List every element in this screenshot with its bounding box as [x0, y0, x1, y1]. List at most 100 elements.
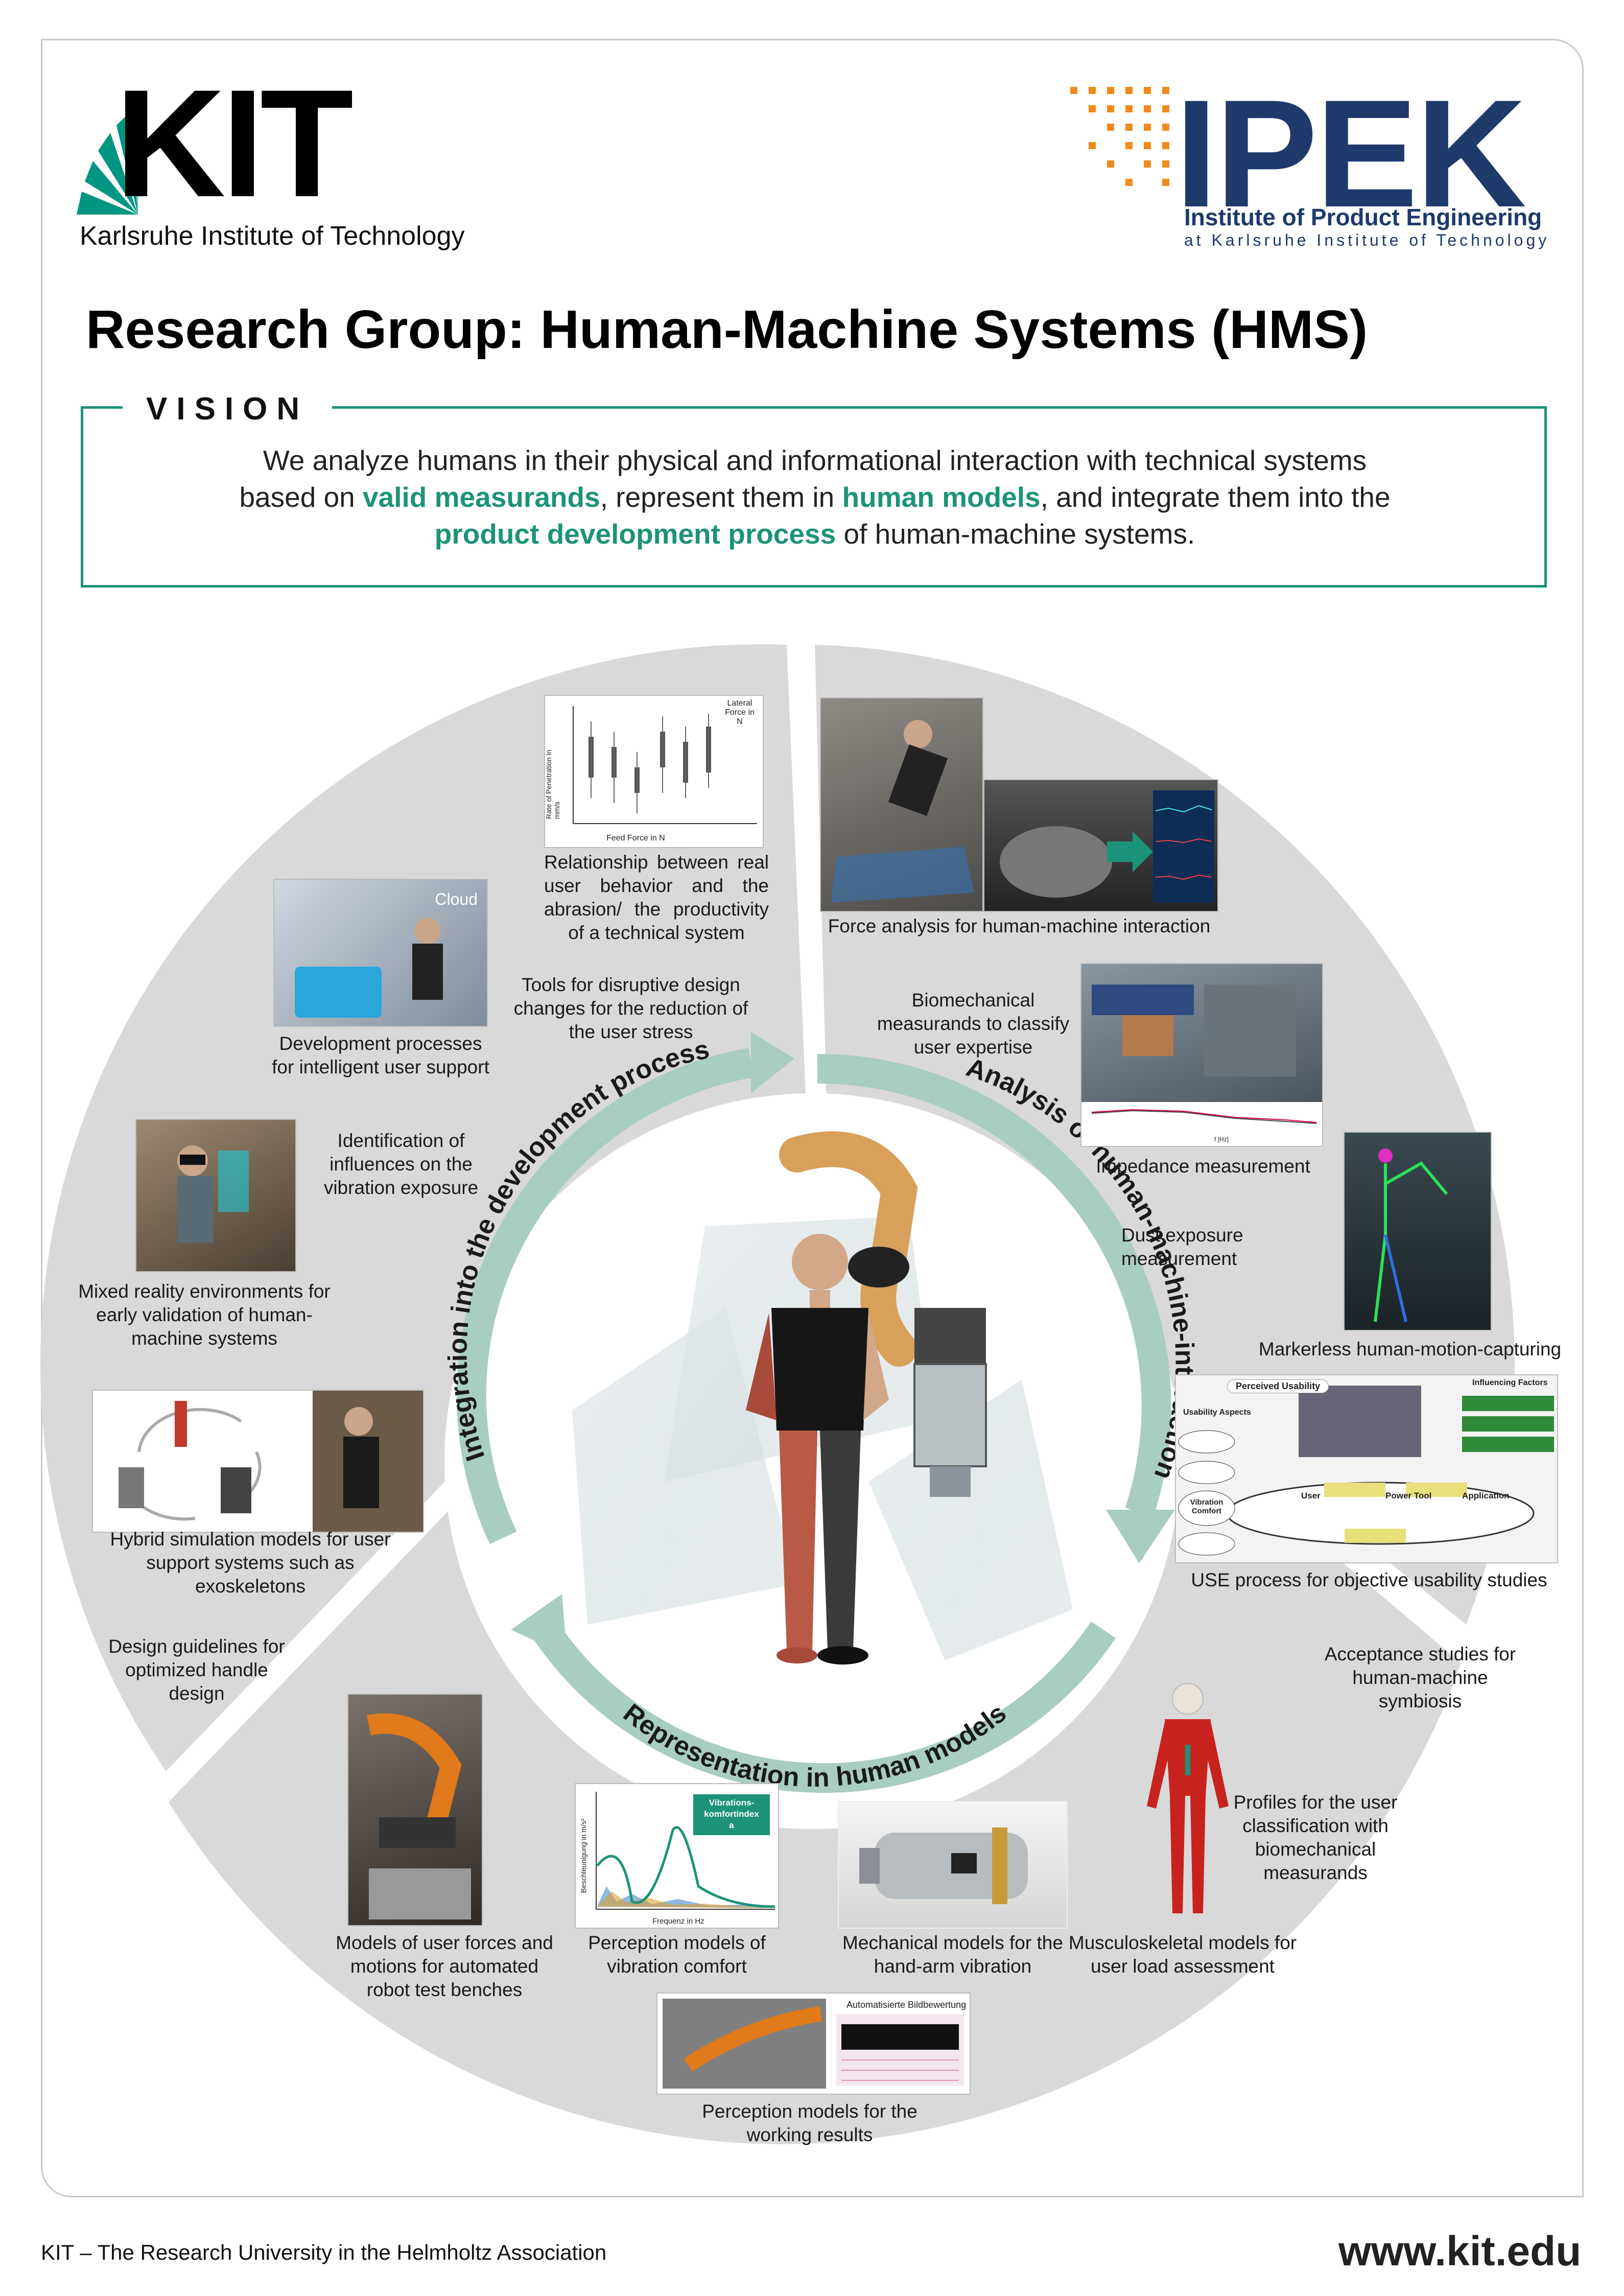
label-design-guidelines: Design guidelines for optimized handle d… — [108, 1636, 285, 1704]
vision-text-part: , and integrate them into the — [1040, 481, 1391, 513]
vision-label: VISION — [123, 391, 333, 427]
use-process-figure: Perceived Usability Influencing Factors … — [1175, 1374, 1558, 1563]
label-perception-vibration: Perception models of vibration comfort — [588, 1932, 766, 1977]
perceived-usability-label: Perceived Usability — [1227, 1379, 1329, 1393]
person-leg-muscles-icon — [779, 1431, 817, 1650]
robot-flange-icon — [914, 1308, 986, 1364]
sensor-graph-icon — [1000, 790, 1214, 903]
label-mixed-reality: Mixed reality environments for early val… — [78, 1281, 331, 1349]
influencing-factors-label: Influencing Factors — [1472, 1378, 1548, 1387]
label-biomechanical: Biomechanical measurands to classify use… — [877, 990, 1070, 1058]
poster-frame — [41, 39, 1584, 2197]
hybrid-simulation-figure — [92, 1390, 424, 1533]
force-sensor-photo — [983, 779, 1218, 912]
markerless-photo — [1344, 1132, 1492, 1331]
vision-text-part: based on — [239, 481, 363, 513]
label-development-processes: Development processes for intelligent us… — [272, 1033, 489, 1077]
vibration-comfort-label: Vibration Comfort — [1190, 1498, 1223, 1515]
person-arm-icon — [863, 1313, 889, 1420]
arrow-analysis — [817, 1053, 1171, 1517]
label-markerless: Markerless human-motion-capturing — [1258, 1339, 1562, 1360]
label-models-forces: Models of user forces and motions for au… — [336, 1932, 553, 2000]
robot-arm-icon — [779, 1131, 918, 1367]
label-tools-disruptive: Tools for disruptive design changes for … — [513, 974, 748, 1042]
kit-fan-icon — [77, 102, 138, 215]
impedance-graph-icon — [1081, 985, 1322, 1146]
auto-bild-label: Automatisierte Bildbewertung — [846, 2000, 967, 2010]
lateral-force-legend: Lateral Force in N — [725, 699, 755, 726]
vision-text-part: , represent them in — [600, 481, 842, 513]
label-musculoskeletal: Musculoskeletal models for user load ass… — [1068, 1932, 1297, 1977]
vibration-index-symbol: a — [729, 1820, 734, 1830]
robot-tool-tip-icon — [930, 1466, 971, 1497]
use-diagram-icon — [1178, 1386, 1554, 1556]
musculoskeletal-figure — [1147, 1683, 1229, 1913]
vibration-device-icon — [859, 1828, 1028, 1904]
label-mechanical: Mechanical models for the hand-arm vibra… — [842, 1932, 1063, 1977]
boxplot-figure: Lateral Force in N Feed Force in N Rate … — [544, 695, 764, 848]
kit-logo-text: KIT — [115, 57, 354, 229]
person-foot-icon — [776, 1647, 817, 1664]
vision-text-part: of human-machine systems. — [836, 518, 1195, 550]
mixed-reality-photo — [135, 1119, 296, 1272]
frequency-axis-label: Frequenz in Hz — [652, 1917, 704, 1926]
arrowhead-integration — [751, 1032, 794, 1093]
vision-text: We analyze humans in their physical and … — [102, 442, 1527, 552]
impedance-photo: f [Hz] — [1080, 963, 1323, 1147]
label-identification: Identification of influences on the vibr… — [323, 1130, 479, 1198]
central-illustration — [572, 1131, 1073, 1665]
vision-box — [81, 406, 1547, 588]
robot-tool-icon — [913, 1363, 987, 1467]
label-perception-results: Perception models for the working result… — [702, 2101, 917, 2145]
robot-bench-icon — [367, 1713, 471, 1919]
skeleton-tracking-icon — [1374, 1149, 1448, 1322]
ipek-logo-text: IPEK — [1175, 67, 1526, 239]
vision-highlight-models: human models — [842, 481, 1041, 513]
glass-panel — [572, 1308, 797, 1625]
cloud-label: Cloud — [435, 890, 478, 908]
vision-line2: based on valid measurands, represent the… — [102, 479, 1527, 516]
vision-line1: We analyze humans in their physical and … — [263, 444, 1367, 476]
person-arm-muscles-icon — [746, 1313, 776, 1420]
working-results-photo: Automatisierte Bildbewertung — [656, 1993, 971, 2095]
ipek-line2: at Karlsruhe Institute of Technology — [1184, 231, 1550, 249]
label-hybrid: Hybrid simulation models for user suppor… — [110, 1529, 391, 1597]
arrow-integration — [456, 1048, 754, 1544]
vibration-index-label: Vibrations-komfortindex — [704, 1798, 759, 1819]
vibration-spectrum-chart — [596, 1792, 775, 1910]
ipek-line1: Institute of Product Engineering — [1184, 204, 1542, 230]
arrowhead-representation — [511, 1594, 567, 1655]
footer-right[interactable]: www.kit.edu — [1338, 2228, 1582, 2275]
fhz-label: f [Hz] — [1214, 1136, 1229, 1143]
person-head-icon — [792, 1234, 848, 1290]
arrowhead-analysis — [1106, 1510, 1175, 1563]
ipek-dots-icon — [1070, 87, 1169, 186]
vision-line3: product development process of human-mac… — [102, 516, 1527, 552]
vr-headset-icon — [177, 1145, 249, 1243]
development-photo: Cloud — [273, 879, 488, 1027]
robot-bench-photo — [347, 1694, 483, 1926]
footer-left: KIT – The Research University in the Hel… — [41, 2240, 607, 2264]
person-shirt-icon — [771, 1308, 868, 1431]
use-application-label: Application — [1462, 1491, 1510, 1501]
acceleration-axis-label: Beschleunigung in m/s² — [579, 1818, 587, 1893]
force-plate-icon — [831, 720, 974, 903]
use-user-label: User — [1301, 1491, 1321, 1501]
kit-subtitle: Karlsruhe Institute of Technology — [80, 221, 465, 251]
label-profiles: Profiles for the user classification wit… — [1233, 1792, 1398, 1883]
cycle-arrows — [456, 1048, 1171, 1793]
person-shoe-icon — [817, 1646, 868, 1665]
hybrid-cycle-icon — [119, 1391, 423, 1532]
label-dust: Dust exposure measurement — [1121, 1225, 1243, 1269]
boxplot-chart — [573, 706, 757, 824]
label-relationship: Relationship between real user behavior … — [544, 852, 769, 943]
robot-joint-icon — [848, 1247, 909, 1287]
label-impedance: Impedance measurement — [1096, 1156, 1310, 1177]
label-acceptance: Acceptance studies for human-machine sym… — [1324, 1644, 1516, 1712]
mechanical-model-photo — [838, 1801, 1068, 1929]
usability-aspects-label: Usability Aspects — [1183, 1408, 1251, 1417]
person-leg-icon — [820, 1431, 861, 1650]
vision-highlight-measurands: valid measurands — [363, 481, 600, 513]
arrow-representation — [529, 1616, 1116, 1793]
vision-highlight-process: product development process — [434, 518, 836, 550]
